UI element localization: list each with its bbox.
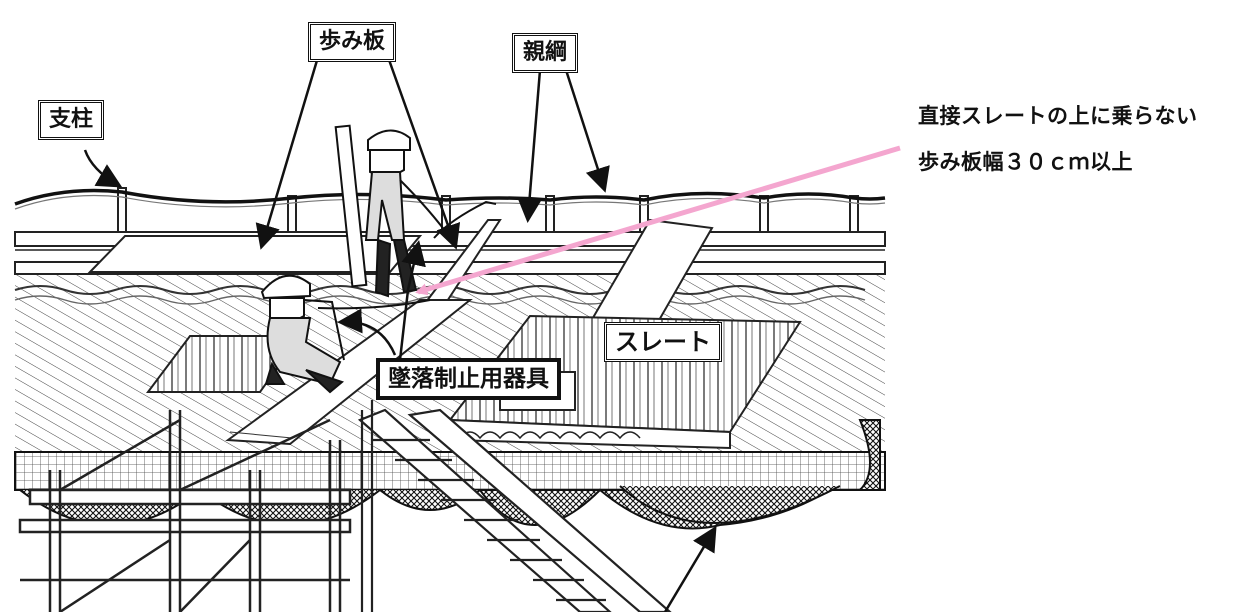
callout-arrows	[83, 56, 717, 612]
label-slate: スレート	[604, 322, 722, 362]
scaffold	[18, 410, 352, 612]
support-posts	[117, 187, 859, 233]
worker-crouching	[260, 274, 345, 394]
walking-board-diagonal	[225, 299, 473, 446]
label-shichu: 支柱	[38, 100, 105, 140]
stairway	[357, 400, 672, 612]
label-fall-arrest: 墜落制止用器具	[376, 358, 561, 400]
note-no-direct-slate: 直接スレートの上に乗らない	[918, 104, 1198, 128]
note-board-width: 歩み板幅３０ｃｍ以上	[918, 150, 1133, 174]
pointer-arrow	[415, 145, 901, 296]
label-ayumiita: 歩み板	[308, 22, 397, 62]
label-oyazuna: 親綱	[512, 33, 579, 73]
worker-standing	[334, 124, 453, 298]
lanyard	[317, 299, 431, 310]
walking-board-ridge	[87, 235, 423, 273]
